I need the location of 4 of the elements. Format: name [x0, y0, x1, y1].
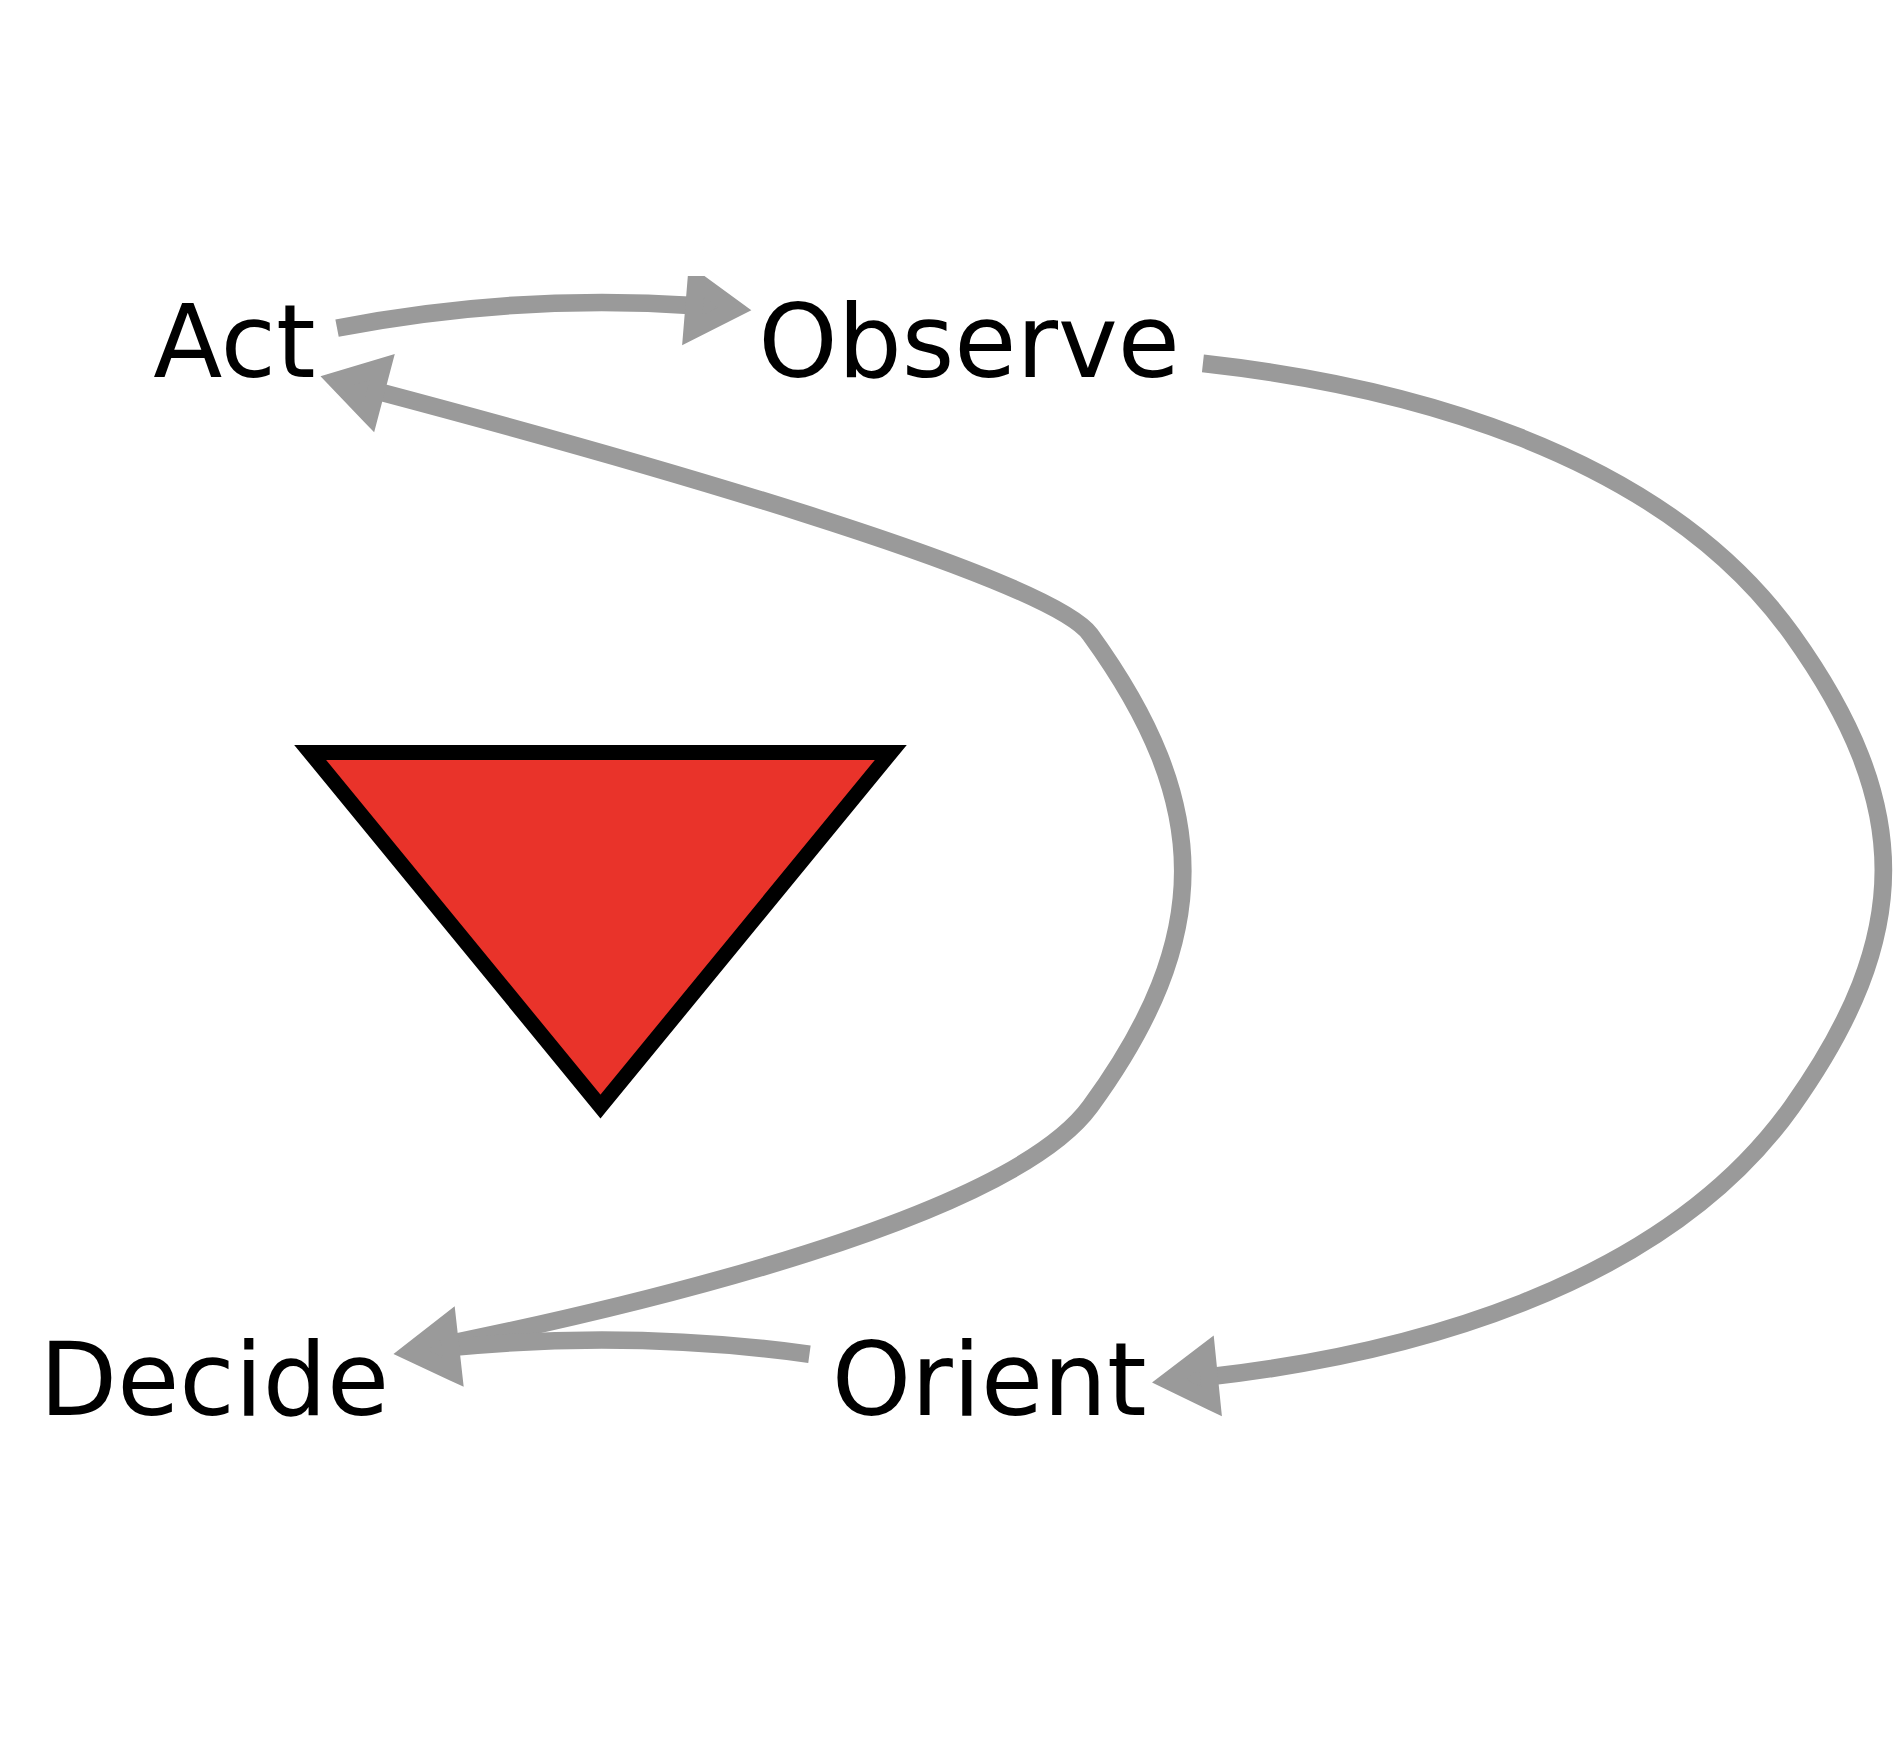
node-text: Act	[153, 282, 316, 401]
node-text: Observe	[758, 282, 1180, 401]
node-text: Decide	[39, 1320, 390, 1439]
node-text: Orient	[831, 1320, 1147, 1439]
